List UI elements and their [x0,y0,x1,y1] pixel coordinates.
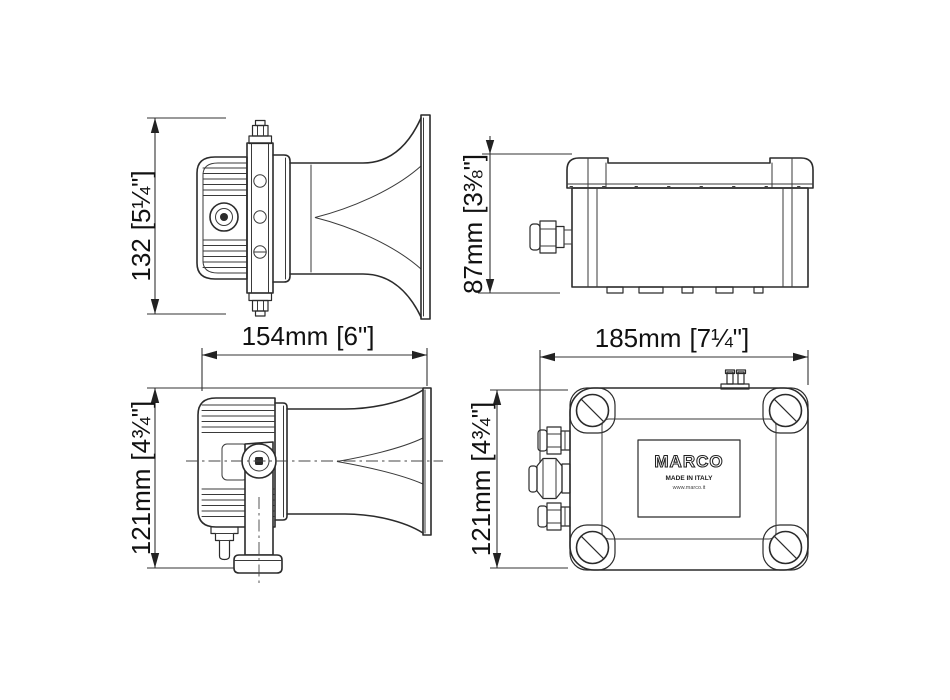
dim-horn-height: 132[5¼"] [126,117,226,315]
bell-outer-bottom [286,513,424,534]
view-horn-side: 132[5¼"] [126,114,431,320]
corner-pod-tr [762,387,809,434]
dim-horn-width: 154mm[6"] [201,321,428,391]
cable-gland-small-top [537,426,571,455]
dim-label-horn-height: 132[5¼"] [126,170,156,281]
dim-box-width: 185mm[7¼"] [539,323,809,463]
horn-back-cover-bracket-view [197,397,276,528]
band-hole-middle [253,210,267,224]
band-hole-top [253,174,267,188]
corner-pod-tl [569,387,616,434]
brand-label-plate [637,439,741,518]
box-side-part [529,157,814,294]
view-box-side: 87mm[3⅜"] [458,136,814,294]
horn-front-ring [272,154,291,283]
brand-label: MARCO MADE IN ITALY www.marco.it [637,439,741,518]
dim-label-horn-width: 154mm[6"] [242,321,375,351]
dim-label-horn-bracket-height: 121mm[4¾"] [126,401,156,556]
horn-bell-inner-flare [314,165,422,270]
horn-bell-outer-bottom [289,273,422,318]
bell-outer-top [286,389,424,410]
bell-inner-flare [336,437,424,485]
cover-ribs [202,167,248,268]
cable-gland-small-bottom [537,502,571,531]
clamp-bolt-top [248,119,273,145]
view-box-front: 185mm[7¼"] 121mm[4¾"] [466,323,809,571]
terminal-connector [720,369,750,390]
dim-box-height: 87mm[3⅜"] [458,136,572,294]
corner-screws [575,393,803,565]
cable-gland-large-middle [528,457,571,500]
drain-fitting [210,526,239,561]
box-body-side [571,187,809,288]
view-horn-bracket: 154mm[6"] 121mm[4¾"] [126,321,443,585]
horn-bell-outer-top [289,117,422,164]
horn-mouth-rim [420,114,431,320]
horn-front-ring-bracket-view [274,402,288,521]
brand-logo-text: MARCO [654,452,723,471]
horn-side-part [196,114,431,320]
horn-bracket-part [186,387,443,585]
box-lid [566,157,814,189]
cover-ribs-bracket-view [201,404,275,517]
dim-label-box-width: 185mm[7¼"] [595,323,750,353]
dim-box-front-height: 121mm[4¾"] [466,389,568,569]
website-text: www.marco.it [672,485,706,491]
corner-pod-bl [569,524,616,571]
horn-clamp-band [246,142,274,294]
horn-back-cover [196,156,248,280]
dim-label-box-height: 87mm[3⅜"] [458,154,488,294]
dim-label-box-front-height: 121mm[4¾"] [466,402,496,557]
bell-mouth-rim [422,387,432,536]
mounting-feet [606,286,764,294]
made-in-italy-text: MADE IN ITALY [666,475,714,482]
cable-gland-side [529,220,573,254]
lid-face [601,418,777,540]
dim-horn-bracket-height: 121mm[4¾"] [126,387,423,569]
clamp-bolt-bottom [248,292,273,317]
box-front-part: MARCO MADE IN ITALY www.marco.it [528,369,809,571]
corner-pod-br [762,524,809,571]
bracket-foot [233,554,283,574]
